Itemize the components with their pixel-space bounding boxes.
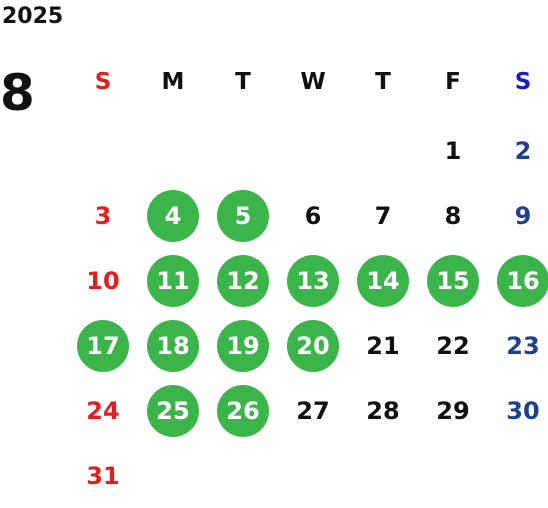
- day-number-highlighted: 26: [217, 384, 269, 437]
- day-number: 28: [366, 396, 400, 425]
- day-number: 29: [436, 396, 470, 425]
- day-cell[interactable]: 11: [138, 248, 208, 313]
- day-cell[interactable]: 17: [68, 313, 138, 378]
- weekday-header: S: [94, 69, 112, 95]
- day-cell[interactable]: 23: [488, 313, 548, 378]
- weekday-header: S: [514, 69, 532, 95]
- day-cell[interactable]: 21: [348, 313, 418, 378]
- day-cell[interactable]: 14: [348, 248, 418, 313]
- day-cell[interactable]: 19: [208, 313, 278, 378]
- day-number: 7: [374, 201, 392, 230]
- day-number: 8: [444, 201, 462, 230]
- day-cell[interactable]: 28: [348, 378, 418, 443]
- weekday-header: F: [445, 69, 461, 95]
- day-cell[interactable]: 20: [278, 313, 348, 378]
- day-cell[interactable]: 9: [488, 183, 548, 248]
- day-cell[interactable]: 6: [278, 183, 348, 248]
- day-number: 22: [436, 331, 470, 360]
- day-cell[interactable]: 24: [68, 378, 138, 443]
- day-cell[interactable]: 16: [488, 248, 548, 313]
- weekday-header: M: [161, 69, 185, 95]
- day-number: 27: [296, 396, 330, 425]
- day-cell[interactable]: 7: [348, 183, 418, 248]
- day-cell[interactable]: 18: [138, 313, 208, 378]
- day-number: 9: [514, 201, 532, 230]
- day-cell[interactable]: 29: [418, 378, 488, 443]
- day-cell[interactable]: 4: [138, 183, 208, 248]
- day-cell[interactable]: 25: [138, 378, 208, 443]
- day-number: 3: [94, 201, 112, 230]
- day-number: 23: [506, 331, 540, 360]
- day-number-highlighted: 18: [147, 319, 199, 372]
- day-number-highlighted: 19: [217, 319, 269, 372]
- day-cell[interactable]: 27: [278, 378, 348, 443]
- day-number: 2: [514, 136, 532, 165]
- day-number: 30: [506, 396, 540, 425]
- year-label: 2025: [2, 4, 64, 29]
- day-number: 24: [86, 396, 120, 425]
- day-cell[interactable]: 31: [68, 443, 138, 508]
- day-number: 21: [366, 331, 400, 360]
- day-cell[interactable]: 30: [488, 378, 548, 443]
- day-cell[interactable]: 10: [68, 248, 138, 313]
- day-cell[interactable]: 3: [68, 183, 138, 248]
- day-cell[interactable]: 13: [278, 248, 348, 313]
- weekday-header: W: [300, 69, 326, 95]
- day-number-highlighted: 20: [287, 319, 339, 372]
- day-number: 6: [304, 201, 322, 230]
- day-cell[interactable]: 22: [418, 313, 488, 378]
- weekday-header: T: [375, 69, 391, 95]
- day-cell[interactable]: 15: [418, 248, 488, 313]
- day-number: 31: [86, 461, 120, 490]
- day-number-highlighted: 25: [147, 384, 199, 437]
- day-number-highlighted: 4: [147, 189, 199, 242]
- day-number-highlighted: 11: [147, 254, 199, 307]
- day-number: 10: [86, 266, 120, 295]
- day-number-highlighted: 15: [427, 254, 479, 307]
- day-number-highlighted: 5: [217, 189, 269, 242]
- day-cell[interactable]: 12: [208, 248, 278, 313]
- weekday-header: T: [235, 69, 251, 95]
- day-number: 1: [444, 136, 462, 165]
- day-cell[interactable]: 1: [418, 118, 488, 183]
- day-cell[interactable]: 5: [208, 183, 278, 248]
- day-cell[interactable]: 26: [208, 378, 278, 443]
- day-number-highlighted: 13: [287, 254, 339, 307]
- day-number-highlighted: 16: [497, 254, 548, 307]
- day-number-highlighted: 12: [217, 254, 269, 307]
- day-cell[interactable]: 2: [488, 118, 548, 183]
- day-number-highlighted: 17: [77, 319, 129, 372]
- month-number: 8: [0, 64, 35, 122]
- day-number-highlighted: 14: [357, 254, 409, 307]
- day-cell[interactable]: 8: [418, 183, 488, 248]
